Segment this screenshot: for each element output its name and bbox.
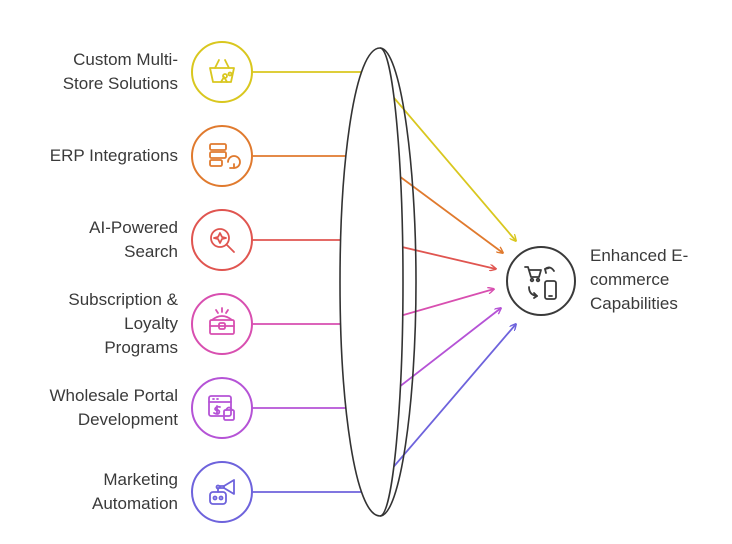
robot-megaphone-icon xyxy=(209,479,235,505)
input-label-line: Subscription & xyxy=(68,290,178,309)
input-label-line: Store Solutions xyxy=(62,74,178,93)
input-label-line: Search xyxy=(124,242,178,261)
output-label-line: Capabilities xyxy=(590,294,678,313)
lens-shape xyxy=(339,47,417,517)
treasure-chest-icon xyxy=(209,307,235,335)
input-label-line: ERP Integrations xyxy=(49,146,178,165)
server-sync-icon xyxy=(209,143,241,169)
input-node xyxy=(191,293,253,355)
input-label-line: Automation xyxy=(92,494,178,513)
input-label-line: Loyalty xyxy=(124,314,178,333)
shopping-basket-icon xyxy=(209,59,235,83)
input-node xyxy=(191,461,253,523)
browser-payment-icon xyxy=(208,395,235,421)
input-node xyxy=(191,125,253,187)
input-node xyxy=(191,209,253,271)
input-label: ERP Integrations xyxy=(50,144,178,168)
input-label-line: Programs xyxy=(104,338,178,357)
output-label-line: Enhanced E- xyxy=(590,246,689,265)
input-label-line: Development xyxy=(77,410,178,429)
input-label: Custom Multi- Store Solutions xyxy=(63,48,178,96)
output-label-line: commerce xyxy=(590,270,670,289)
magnify-sparkle-icon xyxy=(210,228,235,253)
input-label-line: Marketing xyxy=(103,470,178,489)
input-label-line: Custom Multi- xyxy=(73,50,178,69)
input-label-line: Wholesale Portal xyxy=(49,386,178,405)
input-node xyxy=(191,41,253,103)
cart-mobile-sync-icon xyxy=(524,266,557,300)
input-label-line: AI-Powered xyxy=(89,218,178,237)
input-node xyxy=(191,377,253,439)
output-node xyxy=(506,246,576,316)
